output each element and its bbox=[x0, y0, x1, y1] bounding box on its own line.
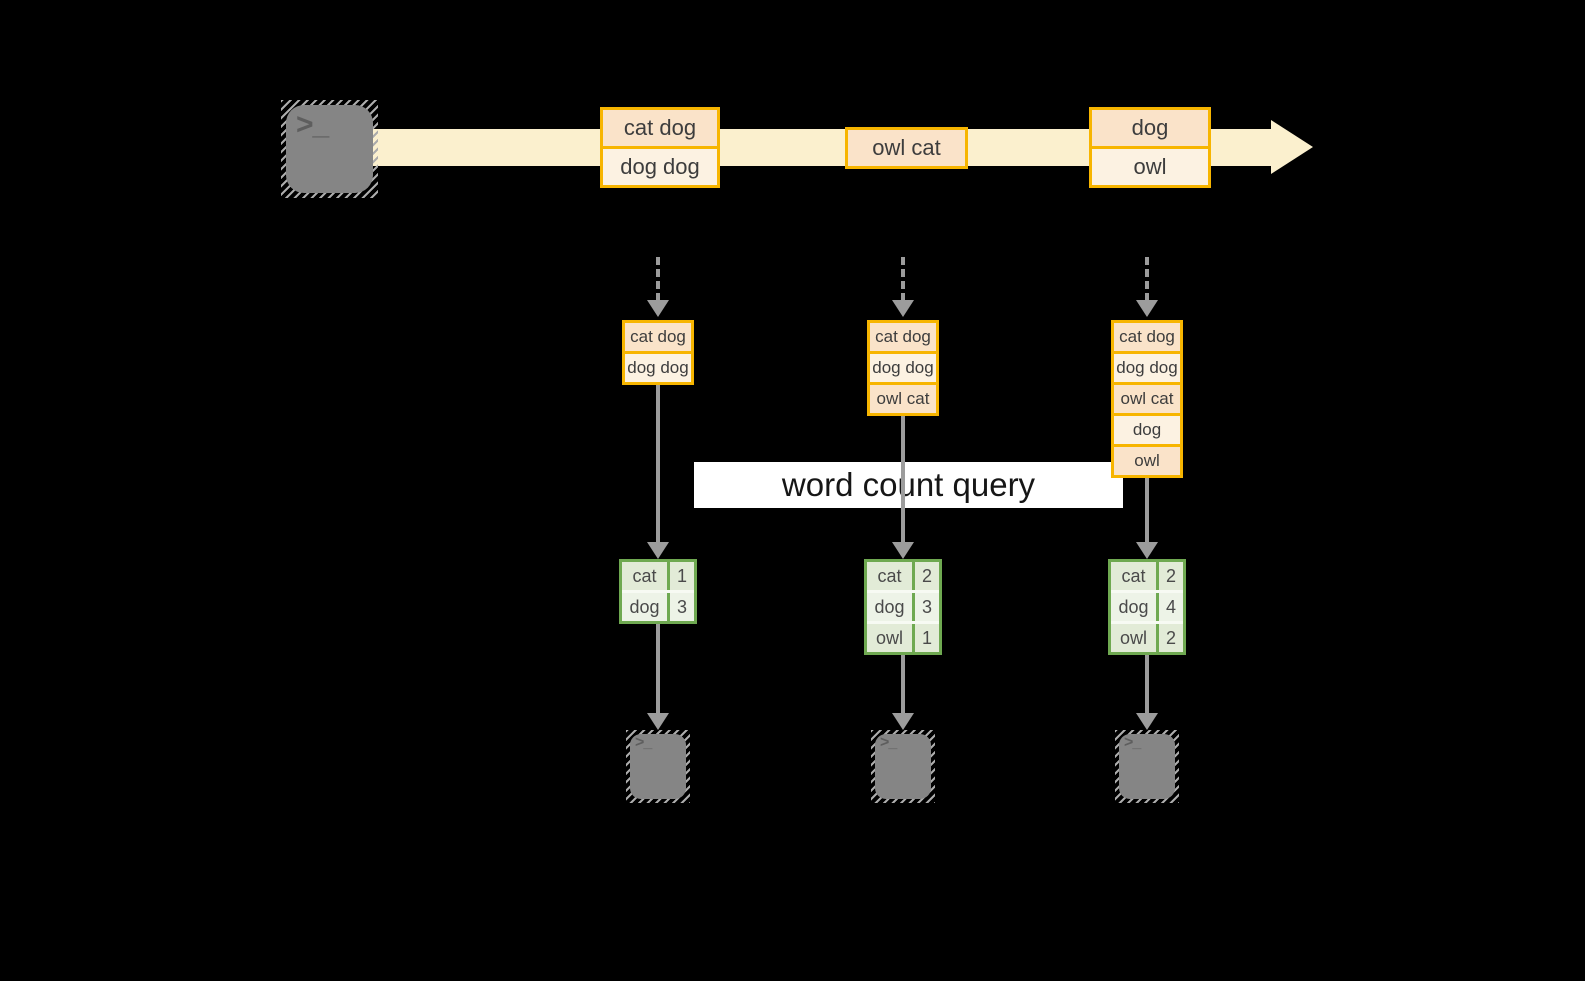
stream-message: dog bbox=[1092, 110, 1208, 146]
flow-arrowhead-icon bbox=[1136, 542, 1158, 559]
stream-message: cat dog bbox=[603, 110, 717, 146]
table-row: dog 3 bbox=[622, 590, 694, 621]
word-cell: cat bbox=[1111, 562, 1156, 590]
flow-arrowhead-icon bbox=[892, 713, 914, 730]
dashed-arrow bbox=[901, 257, 905, 301]
flow-arrowhead-icon bbox=[1136, 713, 1158, 730]
terminal-prompt-icon: >_ bbox=[296, 108, 329, 141]
terminal-prompt-icon: >_ bbox=[635, 734, 652, 751]
flow-arrow bbox=[901, 655, 905, 713]
count-cell: 2 bbox=[1156, 624, 1183, 652]
flow-arrow bbox=[656, 624, 660, 713]
word-cell: owl bbox=[867, 624, 912, 652]
query-label: word count query bbox=[781, 466, 1036, 503]
stream-message-group: dog owl bbox=[1089, 107, 1211, 188]
flow-arrowhead-icon bbox=[647, 542, 669, 559]
terminal-prompt-icon: >_ bbox=[1124, 734, 1141, 751]
table-row: cat 1 bbox=[622, 562, 694, 590]
word-cell: cat bbox=[622, 562, 667, 590]
count-cell: 4 bbox=[1156, 593, 1183, 621]
buffer-stack: cat dog dog dog bbox=[622, 320, 694, 385]
word-count-table: cat 1 dog 3 bbox=[619, 559, 697, 624]
table-row: dog 4 bbox=[1111, 590, 1183, 621]
dashed-arrowhead-icon bbox=[892, 300, 914, 317]
buffer-row: dog dog bbox=[870, 351, 936, 382]
terminal-body bbox=[1119, 734, 1175, 799]
stream-message: owl bbox=[1092, 146, 1208, 185]
buffer-row: dog bbox=[1114, 413, 1180, 444]
buffer-row: cat dog bbox=[870, 323, 936, 351]
count-cell: 1 bbox=[667, 562, 694, 590]
table-row: dog 3 bbox=[867, 590, 939, 621]
output-terminal-icon: >_ bbox=[871, 730, 935, 803]
word-cell: owl bbox=[1111, 624, 1156, 652]
word-count-table: cat 2 dog 3 owl 1 bbox=[864, 559, 942, 655]
flow-arrowhead-icon bbox=[892, 542, 914, 559]
stream-arrowhead-icon bbox=[1271, 120, 1313, 174]
count-cell: 2 bbox=[912, 562, 939, 590]
flow-arrow bbox=[901, 416, 905, 542]
buffer-row: owl cat bbox=[870, 382, 936, 413]
word-count-table: cat 2 dog 4 owl 2 bbox=[1108, 559, 1186, 655]
flow-arrow bbox=[1145, 655, 1149, 713]
buffer-stack: cat dog dog dog owl cat bbox=[867, 320, 939, 416]
source-terminal-icon: >_ bbox=[281, 100, 378, 198]
terminal-body bbox=[286, 105, 373, 193]
buffer-row: cat dog bbox=[1114, 323, 1180, 351]
dashed-arrowhead-icon bbox=[1136, 300, 1158, 317]
buffer-row: dog dog bbox=[1114, 351, 1180, 382]
buffer-row: owl cat bbox=[1114, 382, 1180, 413]
dashed-arrow bbox=[656, 257, 660, 301]
stream-message-group: cat dog dog dog bbox=[600, 107, 720, 188]
stream-message: owl cat bbox=[848, 130, 965, 166]
terminal-body bbox=[875, 734, 931, 799]
buffer-row: owl bbox=[1114, 444, 1180, 475]
word-cell: dog bbox=[622, 593, 667, 621]
flow-arrowhead-icon bbox=[647, 713, 669, 730]
table-row: owl 2 bbox=[1111, 621, 1183, 652]
buffer-row: cat dog bbox=[625, 323, 691, 351]
table-row: cat 2 bbox=[867, 562, 939, 590]
word-cell: dog bbox=[1111, 593, 1156, 621]
output-terminal-icon: >_ bbox=[626, 730, 690, 803]
flow-arrow bbox=[1145, 478, 1149, 542]
terminal-prompt-icon: >_ bbox=[880, 734, 897, 751]
word-cell: dog bbox=[867, 593, 912, 621]
buffer-stack: cat dog dog dog owl cat dog owl bbox=[1111, 320, 1183, 478]
dashed-arrowhead-icon bbox=[647, 300, 669, 317]
output-terminal-icon: >_ bbox=[1115, 730, 1179, 803]
flow-arrow bbox=[656, 385, 660, 542]
count-cell: 3 bbox=[667, 593, 694, 621]
terminal-body bbox=[630, 734, 686, 799]
stream-message: dog dog bbox=[603, 146, 717, 185]
stream-message-group: owl cat bbox=[845, 127, 968, 169]
table-row: owl 1 bbox=[867, 621, 939, 652]
buffer-row: dog dog bbox=[625, 351, 691, 382]
dashed-arrow bbox=[1145, 257, 1149, 301]
word-cell: cat bbox=[867, 562, 912, 590]
count-cell: 3 bbox=[912, 593, 939, 621]
query-banner: word count query bbox=[694, 462, 1123, 508]
table-row: cat 2 bbox=[1111, 562, 1183, 590]
count-cell: 1 bbox=[912, 624, 939, 652]
count-cell: 2 bbox=[1156, 562, 1183, 590]
